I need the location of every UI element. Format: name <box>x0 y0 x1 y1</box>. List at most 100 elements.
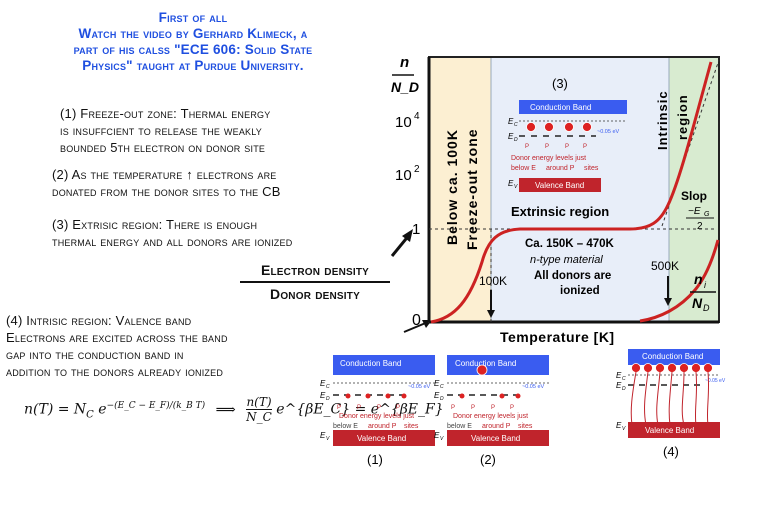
extrinsic-title: Extrinsic region <box>511 204 609 219</box>
electron-4a <box>631 363 641 373</box>
cb-label-2: Conduction Band <box>455 359 516 368</box>
slope-sub: G <box>704 211 710 218</box>
freezeout-region <box>429 57 491 322</box>
vb-bar-2 <box>447 430 549 446</box>
gap-label-4: ~0.05 eV <box>705 378 726 384</box>
ec-sub-4: C <box>622 376 626 382</box>
vb-label-2: Valence Band <box>471 434 520 443</box>
ev-sub-4: V <box>622 426 626 432</box>
intro-line-3: part of his calss "ECE 606: Solid State <box>73 42 313 57</box>
ed-sub-2: D <box>440 396 444 402</box>
ec-sub-3: C <box>514 122 518 128</box>
electron-4e <box>679 363 689 373</box>
tick-0: 0 <box>412 312 421 329</box>
cb-bar-3 <box>519 100 627 114</box>
ed-label-4: E <box>616 381 622 390</box>
ev-label-2: E <box>434 431 440 440</box>
ni-sub: i <box>704 280 707 290</box>
note-4-line-b: Electrons are excited across the band <box>6 330 228 345</box>
ratio-label: Electron density Donor density <box>240 262 390 302</box>
region3-tag: (3) <box>552 76 568 91</box>
donor-dot-2a <box>459 393 465 399</box>
electron-4c <box>655 363 665 373</box>
note-3: (3) Extrisic region: There is enough the… <box>52 216 292 250</box>
note-1-line-b: is insuffcient to release the weakly <box>60 123 262 138</box>
vb-bar-1 <box>333 430 435 446</box>
ni-num: n <box>694 271 703 287</box>
vb-label-1: Valence Band <box>357 434 406 443</box>
slope-den: 2 <box>697 221 703 232</box>
ec-label-1: E <box>320 379 326 388</box>
cb-bar-1 <box>333 355 435 375</box>
donor-note-2d: sites <box>518 423 533 430</box>
donor-dot-1c <box>385 393 391 399</box>
ed-label-3: E <box>508 132 514 141</box>
arrow-to-one-head <box>402 229 413 242</box>
cb-label-3: Conduction Band <box>530 103 591 112</box>
vb-label-3: Valence Band <box>535 181 584 190</box>
formula-frac: n(T) N_C <box>246 395 272 424</box>
ed-label-1: E <box>320 391 326 400</box>
ev-label-3: E <box>508 179 514 188</box>
formula-sub-c: C <box>86 409 94 421</box>
band-diagram-4: Conduction Band E C E D ~0.05 eV E V Val… <box>616 349 726 459</box>
band-diagram-2: Conduction Band E C E D ~0.05 eV P P P P… <box>434 355 549 467</box>
x-axis-label: Temperature [K] <box>500 329 615 345</box>
note-1: (1) Freeze-out zone: Thermal energy is i… <box>60 105 270 156</box>
cb-label-4: Conduction Band <box>642 352 703 361</box>
tick-1e2-exp: 2 <box>414 164 420 175</box>
ed-sub-4: D <box>622 386 626 392</box>
ev-sub-3: V <box>514 184 518 190</box>
gap-label-1: ~0.05 eV <box>408 384 431 390</box>
p-site-1b: P <box>357 405 361 411</box>
electron-3b <box>544 122 554 132</box>
donor-note-1c: around P <box>368 423 397 430</box>
electron-4f <box>691 363 701 373</box>
extrinsic-line4: ionized <box>560 285 600 297</box>
note-1-line-a: (1) Freeze-out zone: Thermal energy <box>60 106 271 121</box>
ni-den-sub: D <box>703 303 710 313</box>
ev-label-4: E <box>616 421 622 430</box>
mark-100k-arrow-head <box>487 310 495 318</box>
formula-arrow: ⟹ <box>215 401 236 418</box>
ec-label-4: E <box>616 371 622 380</box>
note-4: (4) Intrisic region: Valence band Electr… <box>6 312 228 380</box>
gap-label-3: ~0.05 eV <box>597 129 620 135</box>
electron-3a <box>526 122 536 132</box>
caption-1: (1) <box>367 452 383 467</box>
donor-note-2c: around P <box>482 423 511 430</box>
cb-label-1: Conduction Band <box>340 359 401 368</box>
p-site-1a: P <box>337 405 341 411</box>
tick-1e4-exp: 4 <box>414 111 420 122</box>
vb-bar-4 <box>628 422 720 438</box>
caption-2: (2) <box>480 452 496 467</box>
ni-curve <box>639 239 720 323</box>
donor-dot-1d <box>401 393 407 399</box>
p-site-3c: P <box>565 144 569 150</box>
donor-note-1d: sites <box>404 423 419 430</box>
donor-dot-2c <box>515 393 521 399</box>
ev-sub-1: V <box>326 436 330 442</box>
formula-rhs: e^{βE_C} = e^{βE_F} <box>276 401 444 418</box>
intrinsic-label-1: Intrinsic <box>655 90 670 150</box>
cb-bar-4 <box>628 349 720 365</box>
tick-1e4: 10 <box>395 114 412 131</box>
note-2-line-b: donated from the donor sites to the CB <box>52 184 281 199</box>
note-4-line-d: addition to the donors already ionized <box>6 364 224 379</box>
donor-note-2b: below E <box>447 423 472 430</box>
p-site-3d: P <box>583 144 587 150</box>
intro-line-1: First of all <box>158 10 228 25</box>
electron-3c <box>564 122 574 132</box>
ec-sub-2: C <box>440 384 444 390</box>
formula-lhs: n(T) = N <box>24 401 87 418</box>
donor-dot-1b <box>365 393 371 399</box>
mark-500k-arrow-head <box>664 298 672 306</box>
electron-4b <box>643 363 653 373</box>
donor-note-1b: below E <box>333 423 358 430</box>
intro-text: First of all Watch the video by Gerhard … <box>18 10 368 74</box>
extrinsic-line3: All donors are <box>534 270 611 282</box>
donor-note-1a: Donor energy levels just <box>339 413 414 420</box>
formula-exponent: −(E_C − E_F)/(k_B T) <box>106 400 206 411</box>
ratio-numerator: Electron density <box>260 262 370 278</box>
